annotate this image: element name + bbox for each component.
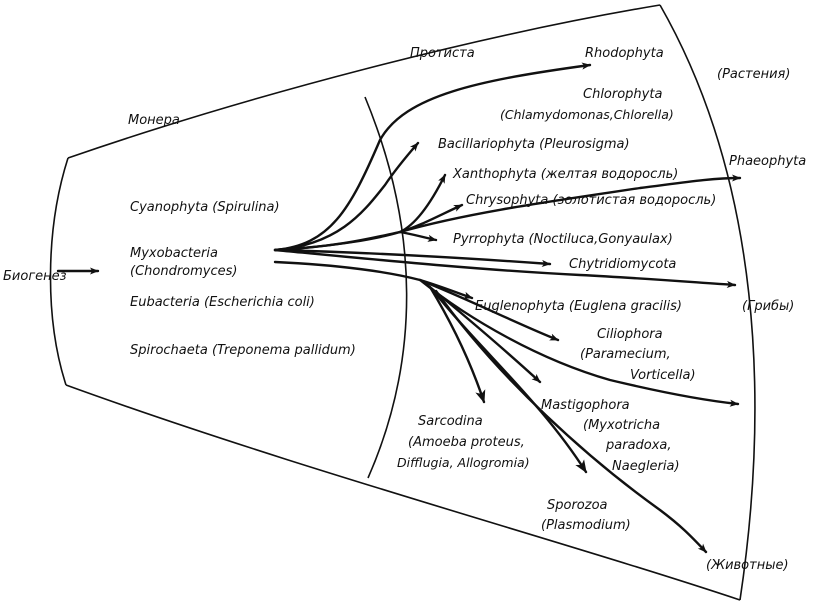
label-bacillariophyta: Bacillariophyta (Pleurosigma) [438, 137, 630, 152]
branch-to-plants [398, 174, 742, 234]
label-plants: (Растения) [717, 67, 790, 82]
label-chrysophyta: Chrysophyta (золотистая водоросль) [466, 193, 716, 208]
label-myxobacteria-genus: (Chondromyces) [130, 264, 237, 279]
left-concave-edge [49, 157, 69, 386]
label-myxobacteria: Myxobacteria [130, 246, 218, 261]
label-spirochaeta: Spirochaeta (Treponema pallidum) [130, 343, 356, 358]
outer-bottom-edge [65, 384, 741, 601]
label-monera: Монера [128, 113, 180, 128]
branch-to-animals-lower [434, 289, 708, 554]
label-ciliophora-genera-1: (Paramecium, [580, 347, 671, 362]
label-euglenophyta: Euglenophyta (Euglena gracilis) [475, 299, 682, 314]
label-mastigophora-genera-1: (Myxotricha [583, 418, 660, 433]
label-sarcodina: Sarcodina [418, 414, 483, 429]
label-eubacteria: Eubacteria (Escherichia coli) [130, 295, 315, 310]
region-labels: Монера Протиста (Растения) (Грибы) (Живо… [3, 46, 794, 573]
branch-bacillariophyta [273, 141, 420, 252]
label-mastigophora-genera-3: Naegleria) [612, 459, 680, 474]
protista-kingdoms-divider [659, 4, 756, 601]
label-chlorophyta-genera: (Chlamydomonas,Chlorella) [500, 107, 674, 122]
branch-euglenophyta [273, 260, 474, 300]
monera-protista-divider [364, 96, 408, 479]
branch-sarcodina [428, 285, 486, 404]
label-pyrrophyta: Pyrrophyta (Noctiluca,Gonyaulax) [453, 232, 673, 247]
branch-to-fungi [273, 248, 737, 289]
branch-chytridiomycota [273, 248, 552, 268]
branch-to-animals-upper [418, 278, 740, 407]
branch-chrysophyta [273, 203, 464, 252]
label-xanthophyta: Xanthophyta (желтая водоросль) [452, 167, 678, 182]
label-ciliophora-genera-2: Vorticella) [630, 368, 696, 383]
label-animals: (Животные) [706, 558, 789, 573]
label-mastigophora: Mastigophora [541, 398, 630, 413]
label-sporozoa-genus: (Plasmodium) [541, 518, 631, 533]
branch-rhodophyta [273, 62, 592, 252]
label-sarcodina-genera-1: (Amoeba proteus, [408, 435, 525, 450]
label-rhodophyta: Rhodophyta [585, 46, 664, 61]
label-mastigophora-genera-2: paradoxa, [605, 438, 672, 453]
label-protista: Протиста [410, 46, 475, 61]
label-phaeophyta: Phaeophyta [729, 154, 806, 169]
branch-pyrrophyta [398, 230, 438, 242]
label-sporozoa: Sporozoa [547, 498, 608, 513]
branch-ciliophora [418, 278, 560, 342]
label-chytridiomycota: Chytridiomycota [569, 257, 676, 272]
region-boundaries [49, 4, 756, 601]
monera-group-labels: Cyanophyta (Spirulina) Myxobacteria (Cho… [130, 200, 356, 358]
label-origin: Биогенез [3, 269, 67, 284]
label-cyanophyta: Cyanophyta (Spirulina) [130, 200, 280, 215]
label-fungi: (Грибы) [742, 299, 794, 314]
branches [273, 62, 742, 554]
protista-group-labels: Rhodophyta Chlorophyta (Chlamydomonas,Ch… [397, 46, 806, 533]
outer-top-edge [67, 4, 661, 159]
label-ciliophora: Ciliophora [597, 327, 663, 342]
label-chlorophyta: Chlorophyta [583, 87, 662, 102]
label-sarcodina-genera-2: Difflugia, Allogromia) [397, 455, 530, 470]
